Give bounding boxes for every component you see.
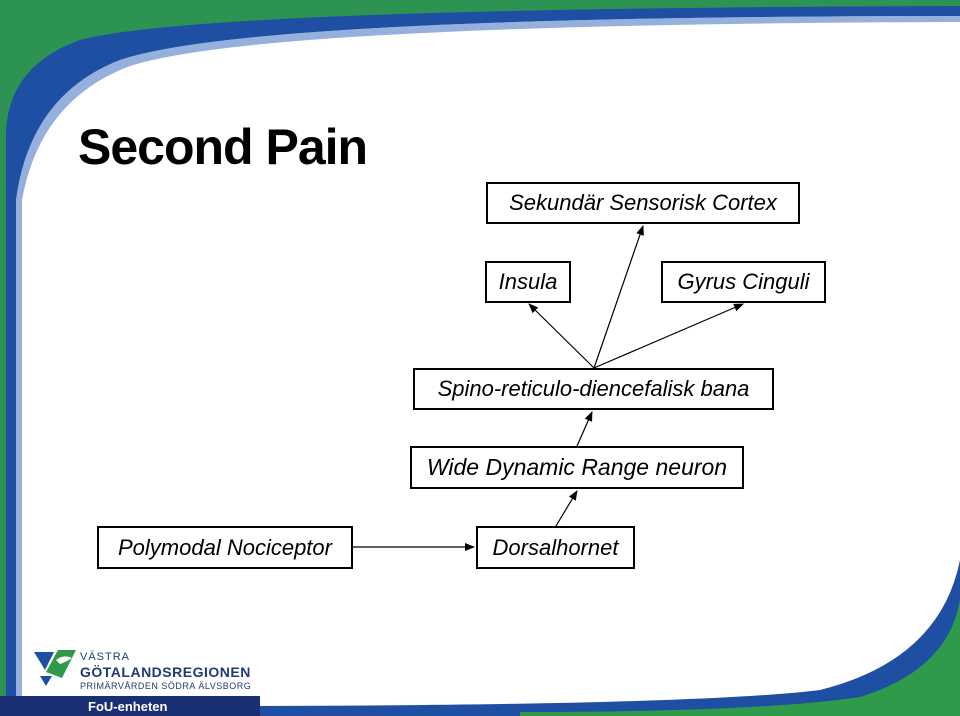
node-gyrus-cinguli: Gyrus Cinguli — [661, 261, 826, 303]
node-spino-reticulo-diencefalisk-bana: Spino-reticulo-diencefalisk bana — [413, 368, 774, 410]
frame-green-bottom-right — [520, 600, 960, 716]
node-sekundar-sensorisk-cortex: Sekundär Sensorisk Cortex — [486, 182, 800, 224]
node-insula: Insula — [485, 261, 571, 303]
logo-line-gotalandsregionen: GÖTALANDSREGIONEN — [80, 664, 251, 680]
footer-band — [0, 696, 260, 716]
logo-line-primarvarden: PRIMÄRVÅRDEN SÖDRA ÄLVSBORG — [80, 681, 252, 691]
vgr-logo-icon — [34, 650, 76, 686]
logo-line-vastra: VÄSTRA — [80, 651, 131, 663]
node-polymodal-nociceptor: Polymodal Nociceptor — [97, 526, 353, 569]
slide-title: Second Pain — [78, 119, 368, 175]
footer-unit-label: FoU-enheten — [88, 699, 168, 714]
node-dorsalhornet: Dorsalhornet — [476, 526, 635, 569]
node-wide-dynamic-range-neuron: Wide Dynamic Range neuron — [410, 446, 744, 489]
